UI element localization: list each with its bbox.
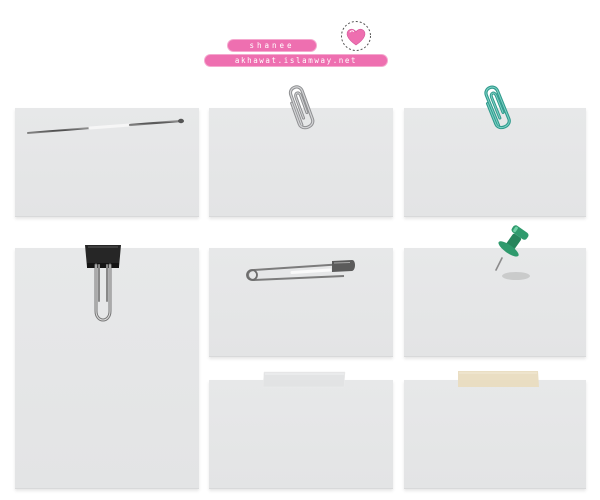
tape-clear-icon [262, 371, 346, 388]
tape-beige-icon [458, 371, 539, 387]
note-card [404, 380, 586, 489]
push-pin-icon [495, 225, 530, 280]
note-card [404, 108, 586, 217]
note-card [209, 380, 393, 489]
binder-clip-icon [85, 245, 121, 322]
note-card [404, 248, 586, 357]
safety-pin-icon [246, 260, 355, 282]
paperclip-gray-icon [288, 85, 315, 130]
url-badge: akhawat.islamway.net [205, 55, 387, 66]
heart-icon [341, 21, 371, 51]
straight-pin-icon [27, 118, 184, 134]
paperclip-teal-icon [484, 85, 511, 130]
name-badge: shanee [228, 40, 316, 51]
